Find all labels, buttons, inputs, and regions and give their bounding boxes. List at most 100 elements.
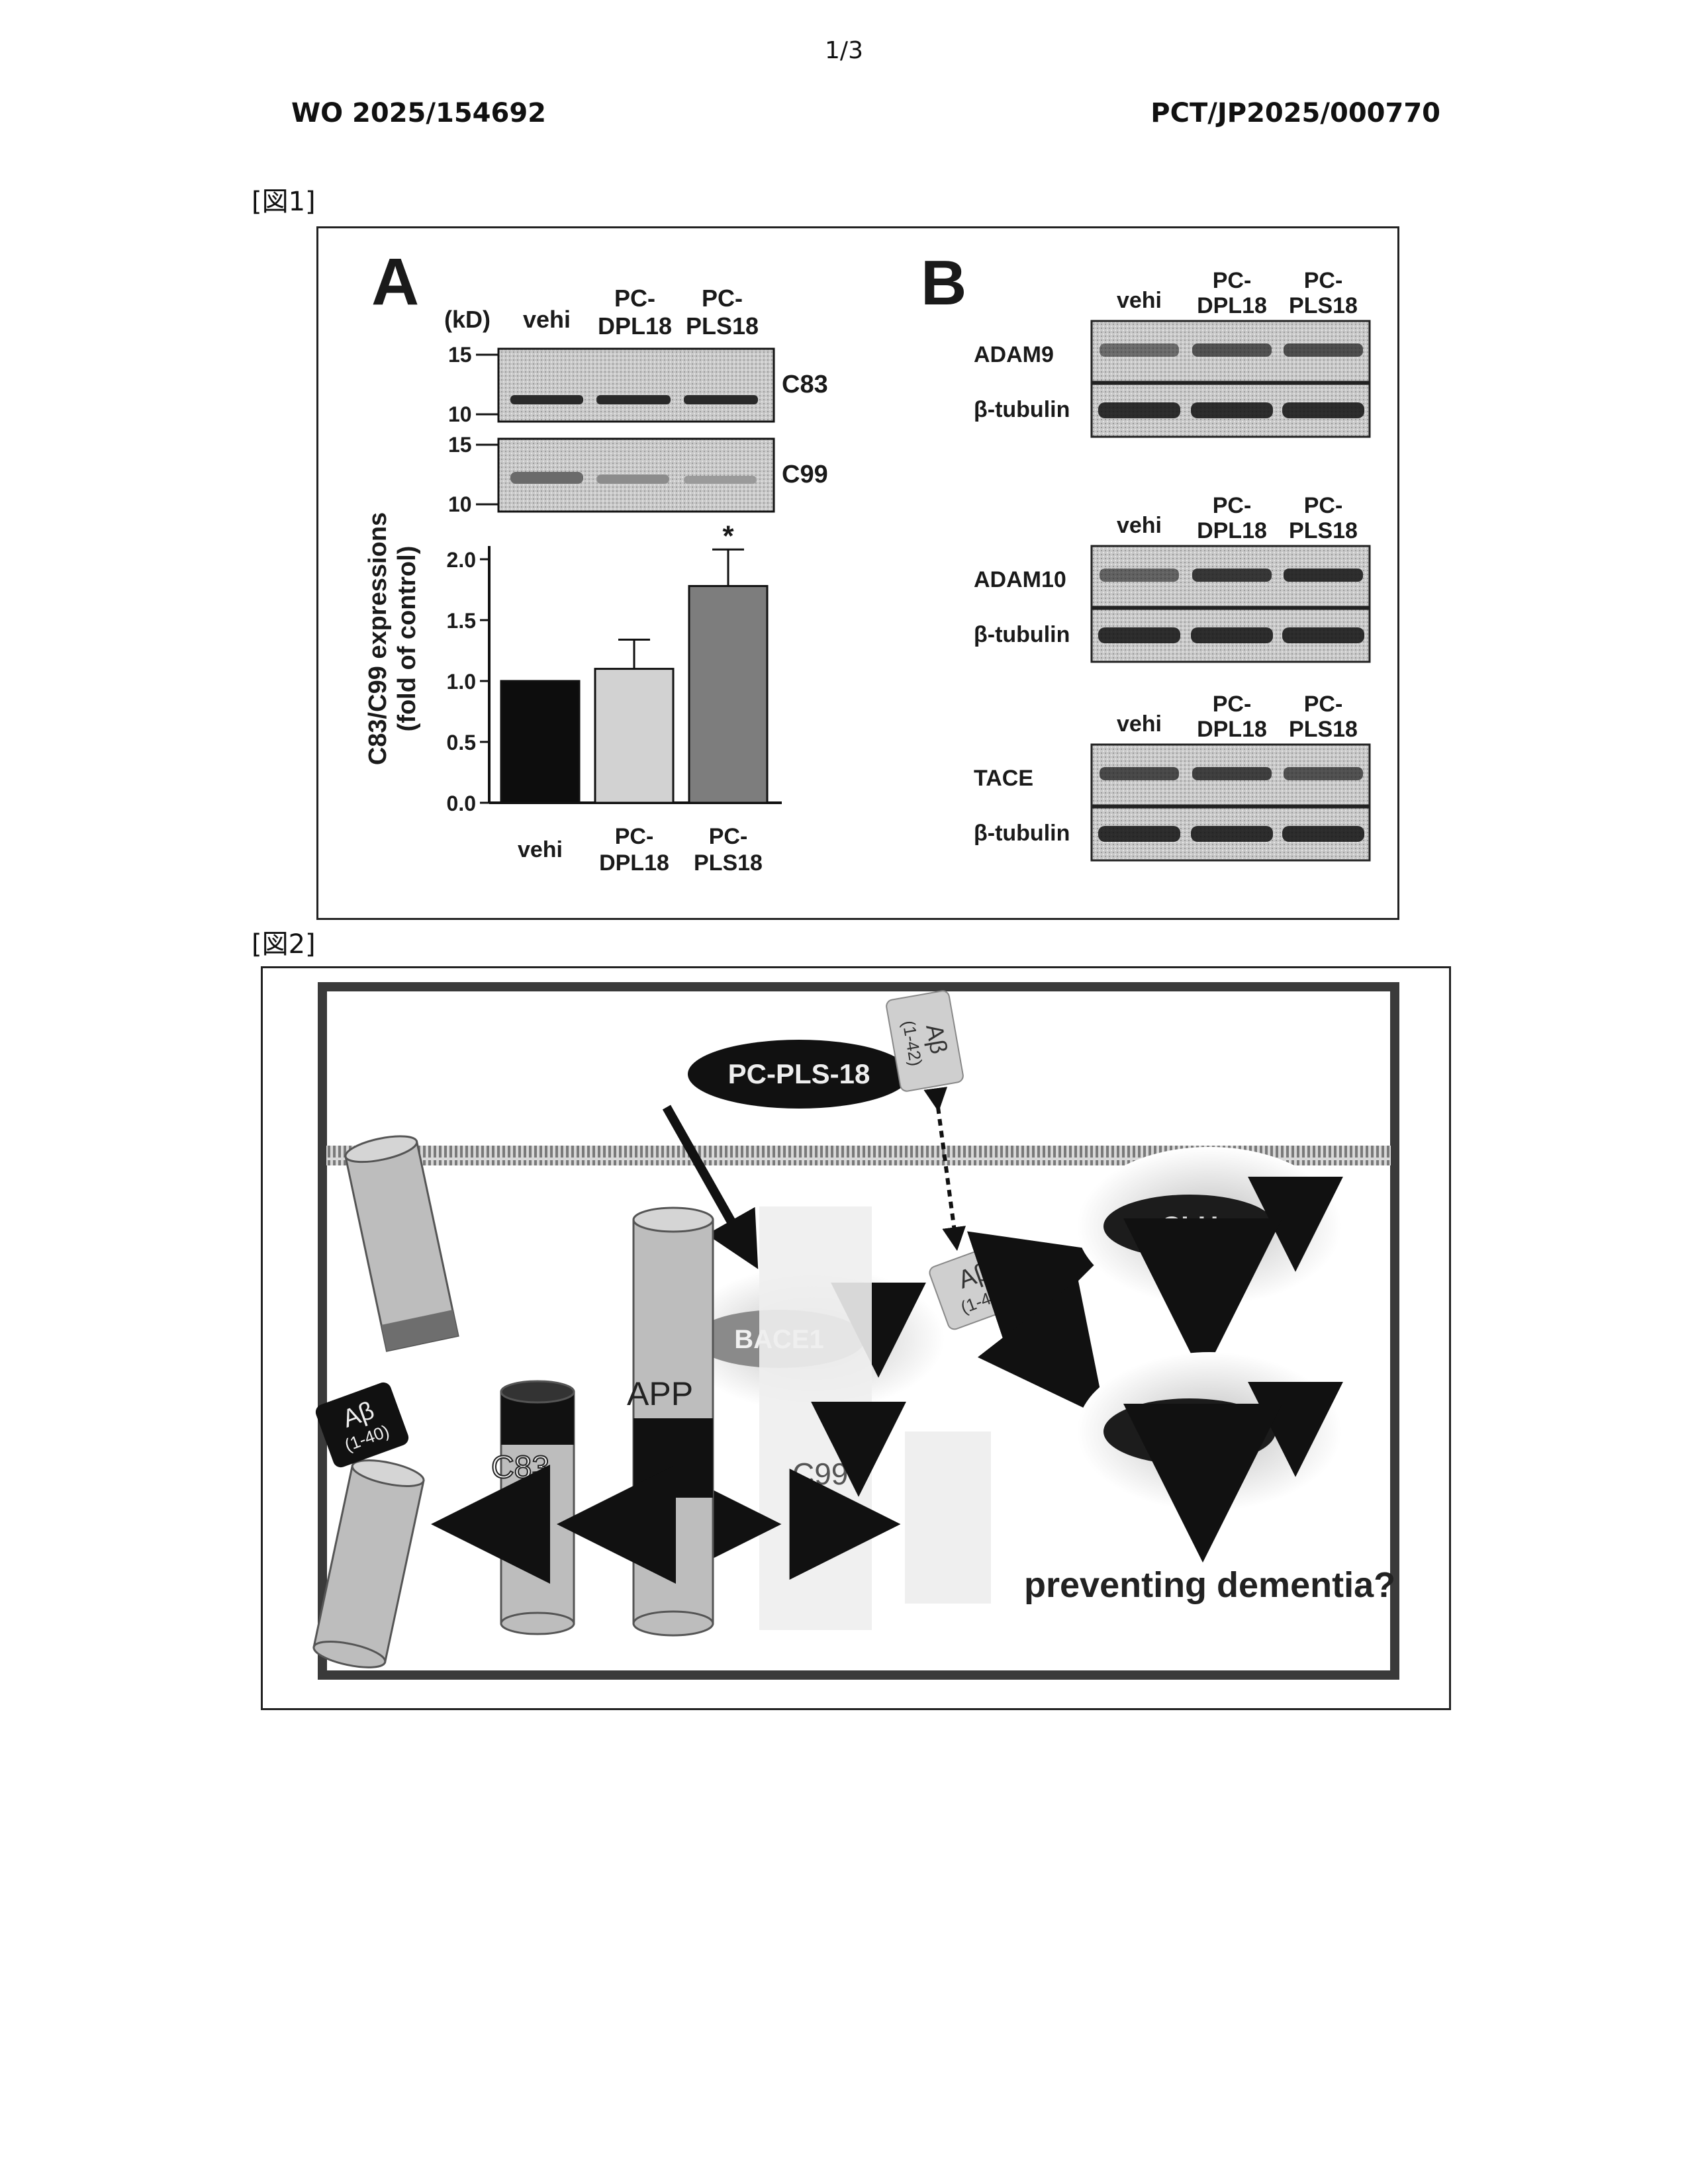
app-label: APP [627,1375,693,1412]
panel-a-lane-label: PLS18 [686,312,759,340]
page-number: 1/3 [0,37,1688,64]
panel-a-lane-label: DPL18 [598,312,672,340]
panel-b-lane-label: vehi [1117,288,1162,313]
target-band [1192,767,1272,780]
c83-cylinder [501,1381,574,1634]
chart-x-tick-label: PC- [615,824,654,849]
loading-label: β-tubulin [974,622,1070,647]
bar-chart: C83/C99 expressions (fold of control) 0.… [364,512,782,876]
loading-band [1282,826,1364,842]
figure-2-label: [図2] [252,923,316,961]
clu-label: CLU [1161,1210,1218,1242]
c83-label: C83 [491,1450,549,1485]
target-band [1284,343,1363,357]
panel-b-lane-label: PC- [1304,493,1343,518]
c83-marker-10: 10 [448,402,472,426]
panel-b-lane-label: DPL18 [1197,717,1267,742]
loading-band [1191,826,1273,842]
panel-a-lane-label: PC- [702,285,743,312]
panel-a-lane-label: PC- [614,285,655,312]
chart-bar [595,669,673,803]
figure-2-diagram: PC-PLS-18 Aβ (1-42) Aβ (1-42) CLU Tau p [263,968,1449,1708]
panel-a-letter: A [371,245,419,319]
chart-y-tick-label: 1.0 [447,670,476,694]
abeta-to-clu-arrow [1044,1259,1084,1273]
abeta-1-42-intracellular: Aβ (1-42) [928,1241,1028,1331]
loading-band [1282,402,1364,418]
chart-x-tick-label: PC- [709,824,748,849]
c83-blot [498,349,774,422]
application-number: PCT/JP2025/000770 [1150,98,1440,128]
loading-band [1282,627,1364,643]
c99-faded-cylinder [759,1206,872,1630]
pc-pls-18-label: PC-PLS-18 [728,1058,870,1089]
publication-number: WO 2025/154692 [291,98,546,128]
panel-a-lane-label: vehi [523,306,571,333]
panel-a-lane-labels: vehiPC-DPL18PC-PLS18 [523,285,759,340]
figure-1-frame: A (kD) vehiPC-DPL18PC-PLS18 C83 15 10 C9… [316,226,1399,920]
target-band [1100,767,1179,780]
abeta-1-40: Aβ (1-40) [314,1380,411,1469]
c99-label: C99 [792,1457,848,1491]
loading-band [1191,402,1273,418]
panel-b-lane-label: DPL18 [1197,293,1267,318]
panel-b-lane-label: DPL18 [1197,518,1267,543]
lower-fragment-cylinder [312,1455,426,1672]
panel-b-lane-label: PC- [1213,493,1252,518]
panel-b-blots: vehiPC-DPL18PC-PLS18ADAM9β-tubulinvehiPC… [974,268,1370,860]
abeta-to-tau-arrow [1044,1339,1090,1398]
preventing-dementia-label: preventing dementia? [1024,1565,1395,1605]
chart-x-tick-label: DPL18 [599,850,669,876]
c83-bands [510,395,758,404]
target-band [1284,569,1363,582]
panel-b-lane-label: vehi [1117,711,1162,737]
c99-blot-label: C99 [782,461,828,488]
panel-b-letter: B [921,248,966,318]
chart-x-tick-label: PLS18 [694,850,763,876]
abeta-transport-arrow [938,1107,957,1246]
chart-y-tick-label: 1.5 [447,609,476,633]
loading-label: β-tubulin [974,821,1070,846]
target-band [1192,343,1272,357]
loading-band [1098,402,1180,418]
chart-x-tick-label: vehi [518,837,563,862]
panel-b-lane-label: PC- [1213,692,1252,717]
chart-bar [689,586,767,803]
c83-blot-label: C83 [782,371,828,398]
panel-b-lane-label: PLS18 [1289,518,1358,543]
kd-label: (kD) [444,306,491,333]
loading-band [1191,627,1273,643]
target-label: ADAM10 [974,567,1066,592]
svg-text:Aβ: Aβ [921,1022,953,1056]
figure-2-frame: PC-PLS-18 Aβ (1-42) Aβ (1-42) CLU Tau p [261,966,1451,1710]
panel-b-lane-label: PC- [1304,692,1343,717]
c99-faded-fragment [905,1432,991,1604]
chart-bar [501,681,579,803]
figure-1-svg: A (kD) vehiPC-DPL18PC-PLS18 C83 15 10 C9… [318,228,1397,918]
loading-band [1098,826,1180,842]
tau-label: Tau [1166,1417,1213,1448]
chart-y-tick-label: 2.0 [447,548,476,572]
target-band [1100,569,1179,582]
panel-b-lane-label: PC- [1213,268,1252,293]
target-label: TACE [974,766,1033,791]
panel-b-lane-label: PLS18 [1289,293,1358,318]
c99-marker-10: 10 [448,492,472,516]
panel-b-lane-label: PC- [1304,268,1343,293]
panel-b-lane-label: PLS18 [1289,717,1358,742]
chart-ylabel-line2: (fold of control) [393,546,421,732]
chart-y-tick-label: 0.0 [447,792,476,815]
chart-ylabel-line1: C83/C99 expressions [364,512,392,765]
chart-significance-marker: * [722,520,734,552]
loading-label: β-tubulin [974,397,1070,422]
target-band [1192,569,1272,582]
panel-b-lane-label: vehi [1117,513,1162,538]
c99-marker-15: 15 [448,433,472,457]
target-band [1100,343,1179,357]
loading-band [1098,627,1180,643]
target-label: ADAM9 [974,342,1054,367]
c83-marker-15: 15 [448,343,472,367]
app-cylinder [633,1208,713,1635]
figure-1-label: [図1] [252,180,316,218]
target-band [1284,767,1363,780]
